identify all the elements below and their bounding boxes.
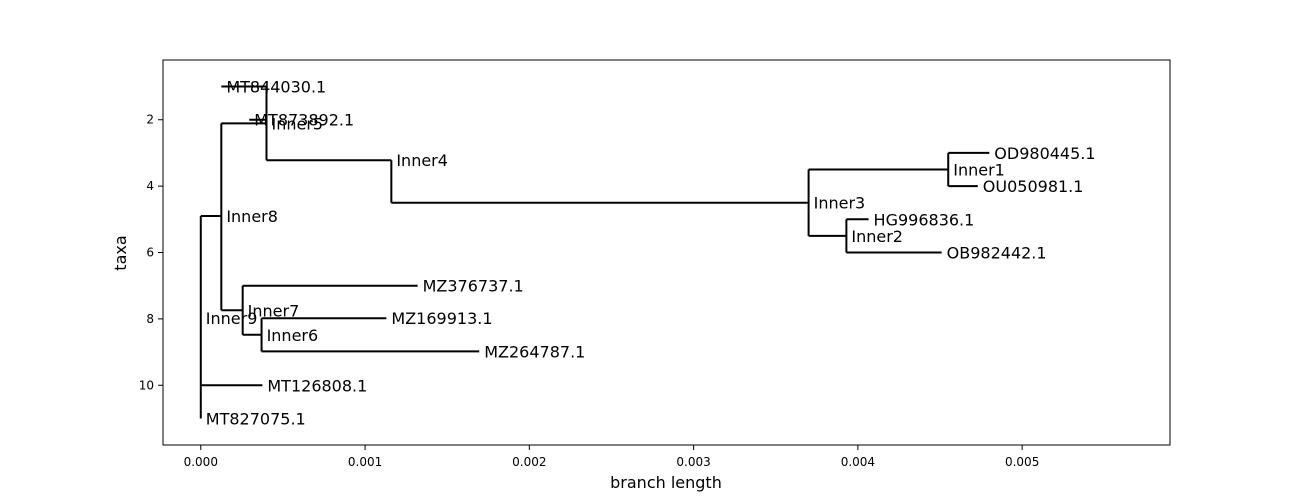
x-tick-label: 0.003 (676, 455, 710, 469)
node-label: Inner6 (267, 326, 319, 345)
x-axis-title: branch length (610, 473, 722, 492)
node-label: HG996836.1 (874, 210, 975, 229)
tree-branches (199, 85, 990, 419)
y-tick-label: 2 (146, 113, 154, 127)
node-label: Inner5 (271, 114, 323, 133)
node-labels: Inner9 Inner8 Inner5 MT844030.1MT873892.1In… (206, 78, 1096, 429)
x-tick-label: 0.001 (348, 455, 382, 469)
node-label: MZ169913.1 (391, 309, 492, 328)
y-axis-ticks: 2 4 6 8 10 (139, 113, 163, 392)
x-tick-label: 0.000 (184, 455, 218, 469)
node-label: Inner2 (851, 227, 903, 246)
y-tick-label: 4 (146, 179, 154, 193)
node-label: Inner7 (248, 301, 300, 320)
x-tick-label: 0.004 (841, 455, 875, 469)
node-label: MT873892.1 (254, 111, 354, 130)
y-axis-title: taxa (111, 235, 130, 270)
y-tick-label: 8 (146, 312, 154, 326)
node-label: OB982442.1 (947, 244, 1047, 263)
node-label: MT844030.1 (226, 78, 326, 97)
y-tick-label: 6 (146, 246, 154, 260)
node-label: Inner9 (206, 309, 258, 328)
node-label: Inner3 (814, 194, 866, 213)
x-tick-label: 0.002 (512, 455, 546, 469)
node-label: Inner8 (226, 207, 278, 226)
node-label: OU050981.1 (983, 177, 1084, 196)
node-label: OD980445.1 (994, 144, 1095, 163)
node-label: MT827075.1 (206, 409, 306, 428)
node-label: Inner1 (953, 161, 1005, 180)
node-label: MZ376737.1 (423, 277, 524, 296)
x-axis-ticks: 0.000 0.001 0.002 0.003 0.004 0.005 (184, 445, 1039, 469)
x-tick-label: 0.005 (1005, 455, 1039, 469)
node-label: MT126808.1 (267, 376, 367, 395)
y-tick-label: 10 (139, 378, 154, 392)
node-label: Inner4 (396, 151, 448, 170)
node-label: MZ264787.1 (484, 342, 585, 361)
